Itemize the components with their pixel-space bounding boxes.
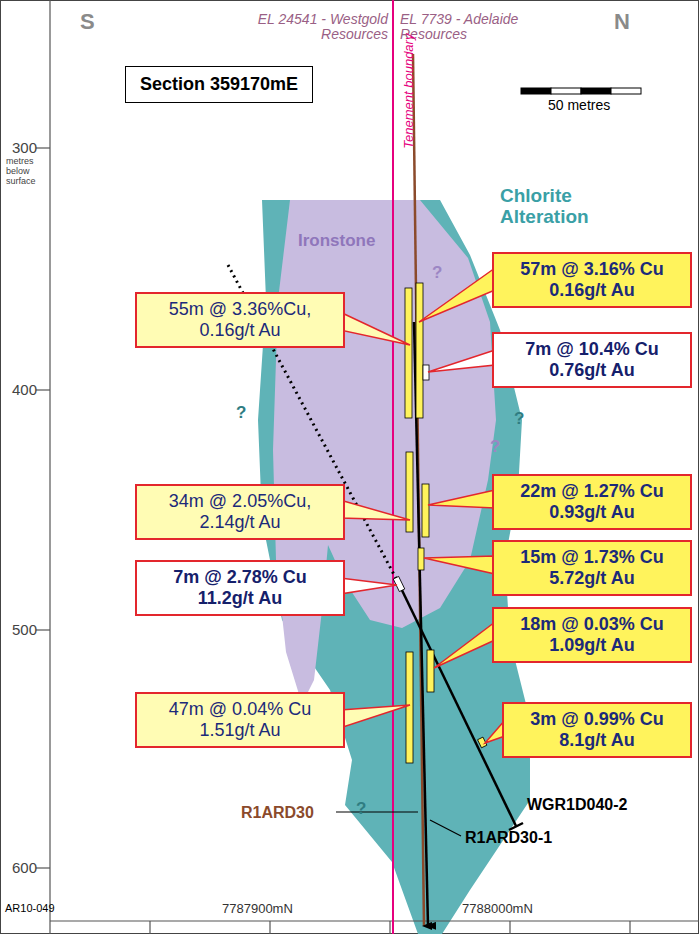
assay-text: 7m @ 2.78% Cu bbox=[147, 567, 333, 588]
assay-text: 47m @ 0.04% Cu bbox=[147, 699, 333, 720]
query-mark: ? bbox=[514, 410, 524, 429]
assay-text: 15m @ 1.73% Cu bbox=[504, 547, 680, 568]
depth-tick: 400 bbox=[12, 382, 37, 399]
assay-text: 1.09g/t Au bbox=[504, 635, 680, 656]
assay-text: 0.93g/t Au bbox=[504, 502, 680, 523]
ironstone-zone bbox=[273, 200, 496, 704]
intercept-bars bbox=[393, 283, 487, 763]
callout-box: 55m @ 3.36%Cu,0.16g/t Au bbox=[135, 292, 345, 348]
assay-text: 55m @ 3.36%Cu, bbox=[147, 299, 333, 320]
axis-title: metres below surface bbox=[6, 157, 48, 187]
zone-label: Ironstone bbox=[298, 232, 375, 251]
compass-south: S bbox=[80, 10, 95, 34]
callout-box: 7m @ 2.78% Cu11.2g/t Au bbox=[135, 560, 345, 616]
assay-text: 7m @ 10.4% Cu bbox=[504, 339, 680, 360]
tenement-line bbox=[392, 0, 394, 934]
assay-text: 0.16g/t Au bbox=[504, 280, 680, 301]
hole-label: R1ARD30-1 bbox=[465, 829, 552, 847]
depth-tick: 600 bbox=[12, 860, 37, 877]
section-title: Section 359170mE bbox=[125, 66, 313, 103]
assay-text: 8.1g/t Au bbox=[514, 730, 680, 751]
assay-text: 0.16g/t Au bbox=[147, 320, 333, 341]
assay-text: 3m @ 0.99% Cu bbox=[514, 709, 680, 730]
compass-north: N bbox=[614, 10, 630, 34]
scale-label: 50 metres bbox=[548, 98, 610, 113]
drawing-number: AR10-049 bbox=[5, 902, 55, 914]
assay-text: 34m @ 2.05%Cu, bbox=[147, 491, 333, 512]
query-mark: ? bbox=[490, 438, 500, 457]
query-mark: ? bbox=[236, 404, 246, 423]
callout-box: 47m @ 0.04% Cu1.51g/t Au bbox=[135, 692, 345, 748]
callout-pointers bbox=[340, 268, 505, 743]
assay-text: 18m @ 0.03% Cu bbox=[504, 614, 680, 635]
assay-text: 5.72g/t Au bbox=[504, 568, 680, 589]
northing-label: 7787900mN bbox=[222, 902, 293, 916]
scale-bar bbox=[521, 88, 641, 94]
callout-box: 18m @ 0.03% Cu1.09g/t Au bbox=[492, 607, 692, 663]
hole-label: WGR1D040-2 bbox=[527, 796, 627, 814]
zone-label: Chlorite Alteration bbox=[500, 186, 600, 228]
hole-label: R1ARD30 bbox=[241, 804, 314, 822]
assay-text: 0.76g/t Au bbox=[504, 360, 680, 381]
assay-text: 22m @ 1.27% Cu bbox=[504, 481, 680, 502]
tenement-name: EL 24541 - Westgold Resources bbox=[254, 12, 388, 43]
callout-box: 7m @ 10.4% Cu0.76g/t Au bbox=[492, 332, 692, 388]
assay-text: 1.51g/t Au bbox=[147, 720, 333, 741]
callout-box: 15m @ 1.73% Cu5.72g/t Au bbox=[492, 540, 692, 596]
query-mark: ? bbox=[432, 264, 442, 283]
assay-text: 11.2g/t Au bbox=[147, 588, 333, 609]
query-mark: ? bbox=[356, 800, 366, 819]
callout-box: 22m @ 1.27% Cu0.93g/t Au bbox=[492, 474, 692, 530]
depth-tick: 300 bbox=[12, 140, 37, 157]
tenement-name: EL 7739 - Adelaide Resources bbox=[400, 12, 540, 43]
callout-box: 3m @ 0.99% Cu8.1g/t Au bbox=[502, 702, 692, 758]
callout-box: 57m @ 3.16% Cu0.16g/t Au bbox=[492, 252, 692, 308]
depth-tick: 500 bbox=[12, 622, 37, 639]
callout-box: 34m @ 2.05%Cu,2.14g/t Au bbox=[135, 484, 345, 540]
assay-text: 2.14g/t Au bbox=[147, 512, 333, 533]
boundary-label: Tenement boundary bbox=[402, 34, 416, 149]
assay-text: 57m @ 3.16% Cu bbox=[504, 259, 680, 280]
northing-label: 7788000mN bbox=[462, 902, 533, 916]
